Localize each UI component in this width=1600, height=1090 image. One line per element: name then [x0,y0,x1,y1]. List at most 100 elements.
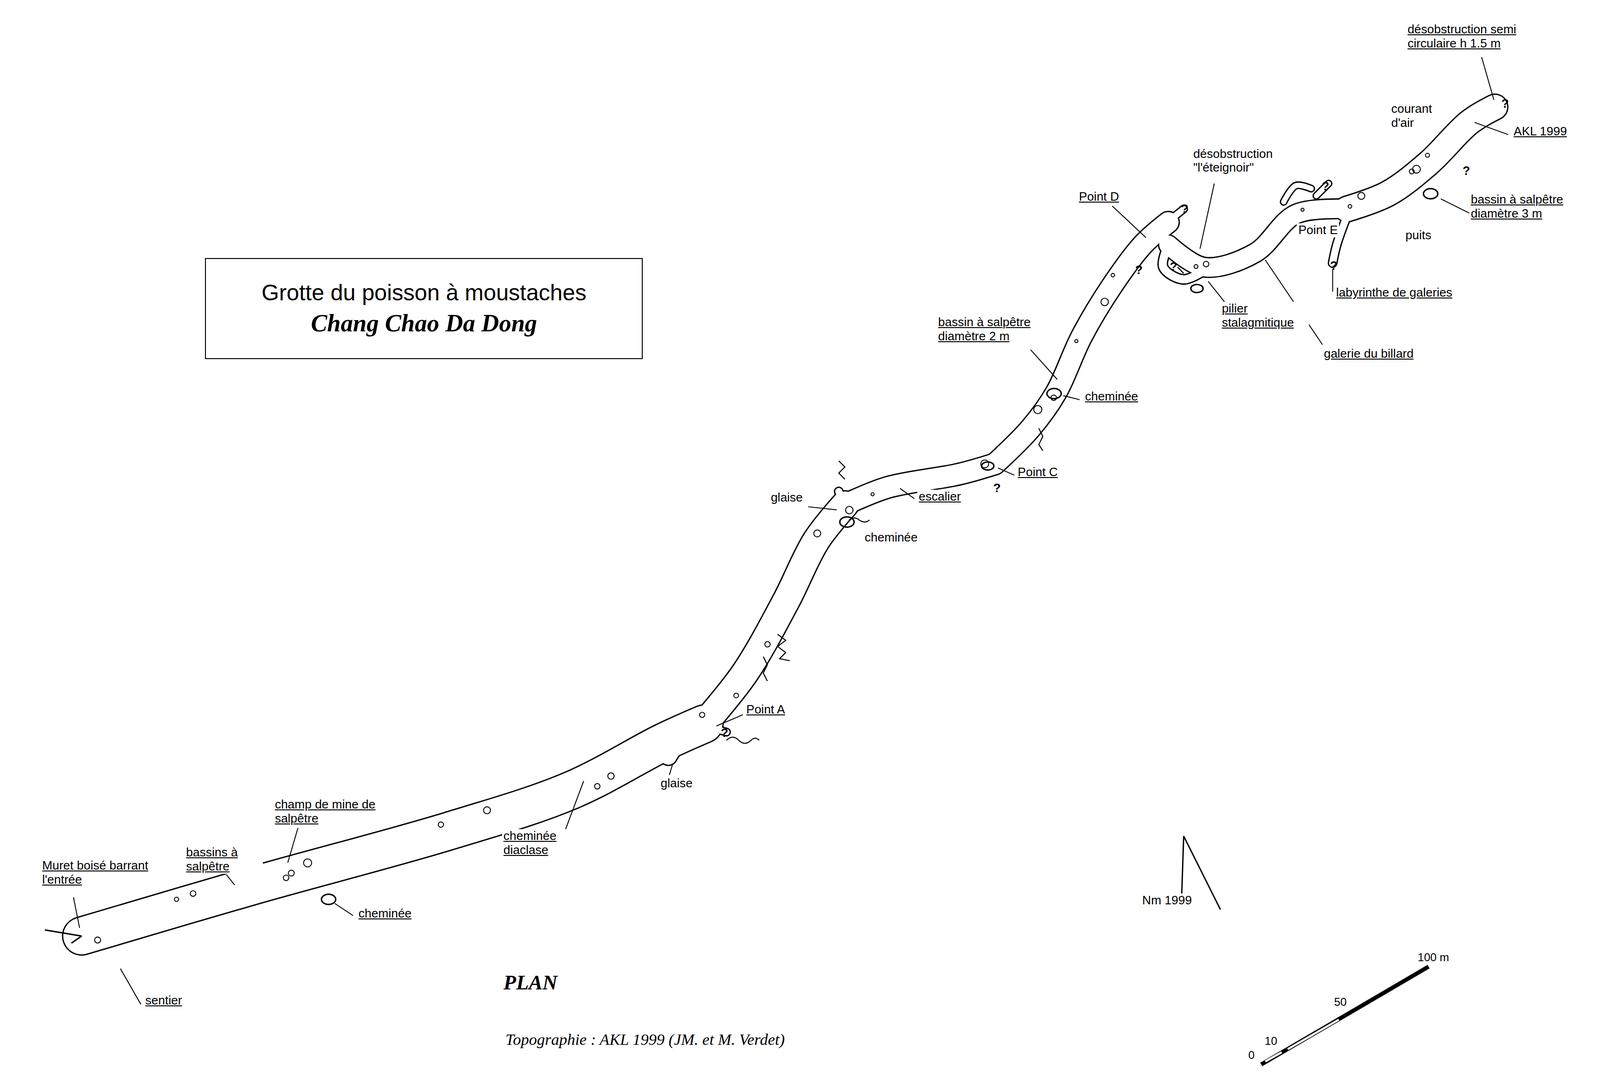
passage-floor [81,724,705,937]
scale-number: 50 [1332,995,1348,1009]
rock [1347,204,1352,209]
map-label: galerie du billard [1322,346,1416,362]
map-label: labyrinthe de galeries [1334,285,1454,300]
flow-marks [726,114,1439,744]
passage-floor [1162,244,1210,280]
flow-squiggle [849,518,870,523]
map-label: Point E [1296,223,1340,238]
rock [1033,405,1042,414]
scale-segment [1261,1016,1345,1065]
map-label: AKL 1999 [1512,124,1569,139]
leader-line [998,468,1015,476]
leader-line [120,969,141,1005]
cave-name: Grotte du poisson à moustaches [261,278,587,308]
scale-number: 100 m [1416,951,1451,965]
map-label: pilier stalagmitique [1220,301,1309,331]
map-label: glaise [769,490,804,505]
scale-bar [1261,967,1429,1065]
map-label: Muret boisé barrant l'entrée [40,859,150,888]
map-label: bassin à salpêtre diamètre 3 m [1469,192,1581,221]
rock [1409,169,1415,174]
flow-squiggle [1038,428,1043,451]
rock [733,693,739,699]
flow-squiggle [1177,267,1184,274]
rock [764,641,771,647]
rock [813,529,821,537]
passage-floor [1283,185,1312,202]
rock [1101,298,1109,306]
leader-line [1030,349,1057,380]
unknown-mark: ? [1328,259,1340,274]
rock [594,783,600,790]
leader-line [1112,205,1147,238]
scale-number: 0 [1246,1048,1256,1063]
leader-line [226,874,235,886]
unknown-mark: ? [719,726,730,741]
flow-squiggle [777,634,790,661]
scale-number: 10 [1263,1034,1279,1049]
scale-tick [1265,1052,1282,1063]
rock [283,875,290,882]
flow-squiggle [763,656,768,682]
leader-lines [73,56,1508,1005]
passage-floor [838,491,845,505]
view-title: PLAN [502,971,560,996]
flow-squiggle [838,461,845,480]
unknown-mark: ? [1461,164,1472,179]
map-label: Point D [1077,189,1121,205]
passage-wall [1168,208,1348,268]
leader-line [716,715,743,727]
map-label: puits [1403,228,1433,243]
map-label: bassins à salpêtre [184,845,264,875]
leader-line [808,506,837,511]
leader-line [899,488,915,499]
unknown-mark: ? [1168,260,1179,275]
leader-line [73,897,80,929]
unknown-mark: ? [1499,96,1511,111]
passage-floor [1168,208,1348,268]
leader-line [287,827,299,863]
map-label: Nm 1999 [1140,893,1194,908]
entrance-line [44,930,82,944]
rock [871,492,875,497]
map-label: Point C [1016,465,1060,480]
rock [699,712,705,718]
passage-wall [81,724,705,937]
leader-line [334,903,354,916]
rock-blocks [94,153,1430,944]
leader-line [669,764,673,776]
map-label: champ de mine de salpêtre [273,797,379,827]
map-label: bassin à salpêtre diamètre 2 m [936,315,1044,344]
shaft [1190,284,1204,293]
shaft [1423,188,1438,199]
passage-floor [703,504,845,725]
rock [1357,192,1365,200]
leader-line [1440,198,1472,215]
rock [94,937,101,944]
unknown-mark: ? [1133,263,1144,278]
map-label: désobstruction semi circulaire h 1.5 m [1406,22,1547,51]
flow-squiggle [726,737,759,744]
unknown-mark: ? [1179,202,1191,217]
rock [1203,261,1209,268]
passage-floor [659,730,674,737]
rock [1074,339,1079,343]
leader-line [1474,122,1509,135]
map-label: sentier [143,993,184,1009]
leader-line [1063,395,1080,401]
leader-line [1208,281,1225,302]
map-label: désobstruction "l'éteignoir" [1191,147,1289,176]
shaft [321,894,336,905]
map-label: glaise [659,776,694,791]
rock [845,506,853,514]
scale-tick [1287,1019,1340,1050]
shaft [981,462,994,471]
rock [288,870,294,876]
rock [190,890,197,897]
map-label: cheminée [863,530,920,545]
passage-floor [1158,209,1184,230]
rock [607,772,615,780]
map-label: Point A [744,702,787,718]
